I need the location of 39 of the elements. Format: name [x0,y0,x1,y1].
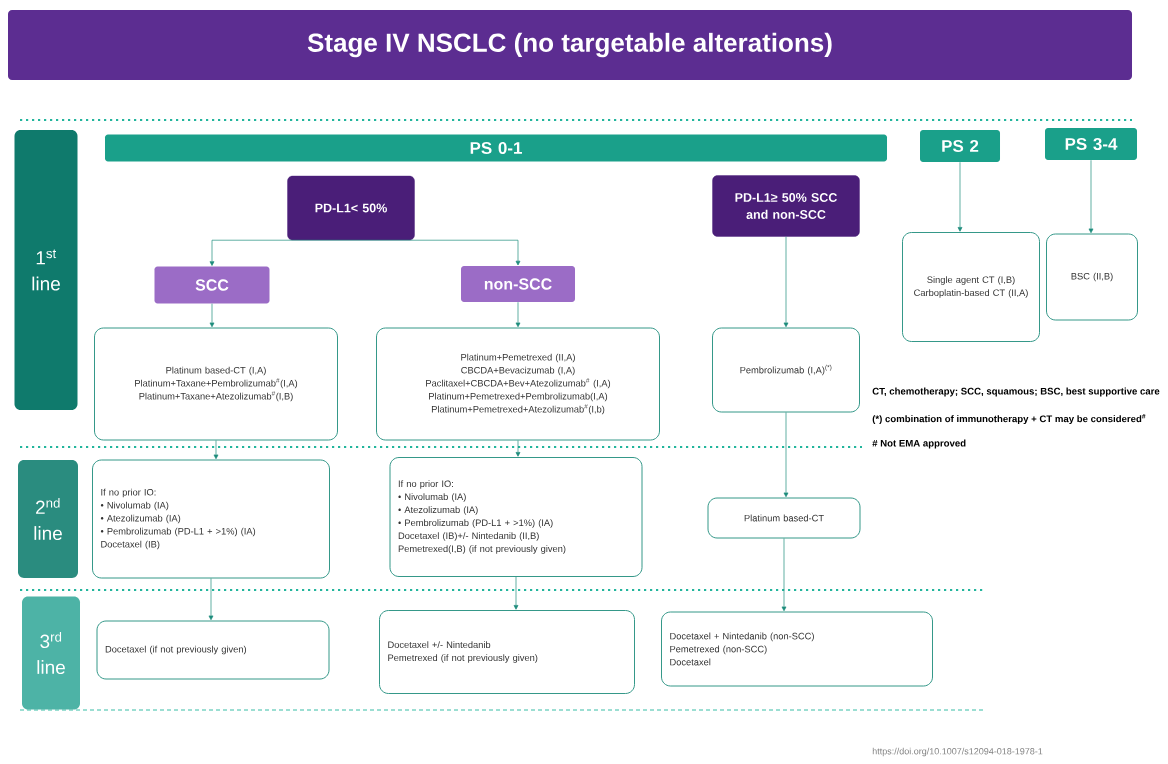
subtype-box: non-SCC [461,266,575,302]
treatment-box: Platinum based-CT [707,497,861,539]
treatment-box: Docetaxel +/- Nintedanib Pemetrexed (if not previously given) [379,610,635,694]
treatment-box: BSC (II,B) [1046,233,1138,321]
note: CT, chemotherapy; SCC, squamous; BSC, best supportive care [872,387,1160,397]
arrow [213,440,219,460]
category-band: PS 2 [920,130,1000,162]
arrow [515,440,521,457]
treatment-box: If no prior IO: • Nivolumab (IA) • Atezolizumab (IA) • Pembrolizumab (PD-L1 + >1%) (IA) Docetaxel (IB) [92,459,330,579]
note: (*) combination of immunotherapy + CT may be considered$^{#}$ [872,413,1146,425]
treatment-box: If no prior IO: • Nivolumab (IA) • Atezolizumab (IA) • Pembrolizumab (PD-L1 + >1%) (IA) Docetaxel (IB)+/- Nintedanib (II,B) Pemetrexed(I,B) (if not previously given) [389,457,643,577]
arrow [350,239,521,266]
arrow [783,236,789,328]
treatment-box: Pembrolizumab (I,A)$^{(*)}$ [712,327,860,413]
arrow [209,303,215,328]
arrow [781,538,787,612]
treatment-box: Single agent CT (I,B) Carboplatin-based CT (II,A) [902,232,1040,342]
treatment-box: Docetaxel + Nintedanib (non-SCC) Pemetrexed (non-SCC) Docetaxel [661,611,933,687]
treatment-box: Platinum+Pemetrexed (II,A) CBCDA+Bevacizumab (I,A) Paclitaxel+CBCDA+Bev+Atezolizumab$^{#}$ (I,A) Platinum+Pemetrexed+Pembrolizumab(I,A) Platinum+Pemetrexed+Atezolizumab$^{#}$(I,b) [376,327,660,441]
category-band: PS 3-4 [1045,128,1137,160]
arrow [515,301,521,328]
title-banner: Stage IV NSCLC (no targetable alterations) [8,10,1132,80]
row-label: 1$^{st}$ line [14,130,78,410]
decision-box: PD-L1< 50% [287,175,415,241]
arrow [783,412,789,498]
row-label: 3$^{rd}$ line [22,596,80,710]
arrow [209,239,352,266]
arrow [1088,159,1094,234]
treatment-box: Docetaxel (if not previously given) [96,620,330,680]
decision-box: PD-L1≥ 50% SCC and non-SCC [712,175,860,237]
citation-link: https://doi.org/10.1007/s12094-018-1978-1 [872,747,1043,757]
note: # Not EMA approved [872,439,966,449]
arrow [513,576,519,610]
row-label: 2$^{nd}$ line [18,460,78,578]
treatment-box: Platinum based-CT (I,A) Platinum+Taxane+Pembrolizumab$^{#}$(I,A) Platinum+Taxane+Atezolizumab$^{#}$(I,B) [94,327,338,441]
arrow [957,161,963,232]
category-band: PS 0-1 [105,134,887,162]
arrow [208,578,214,621]
subtype-box: SCC [154,266,270,304]
